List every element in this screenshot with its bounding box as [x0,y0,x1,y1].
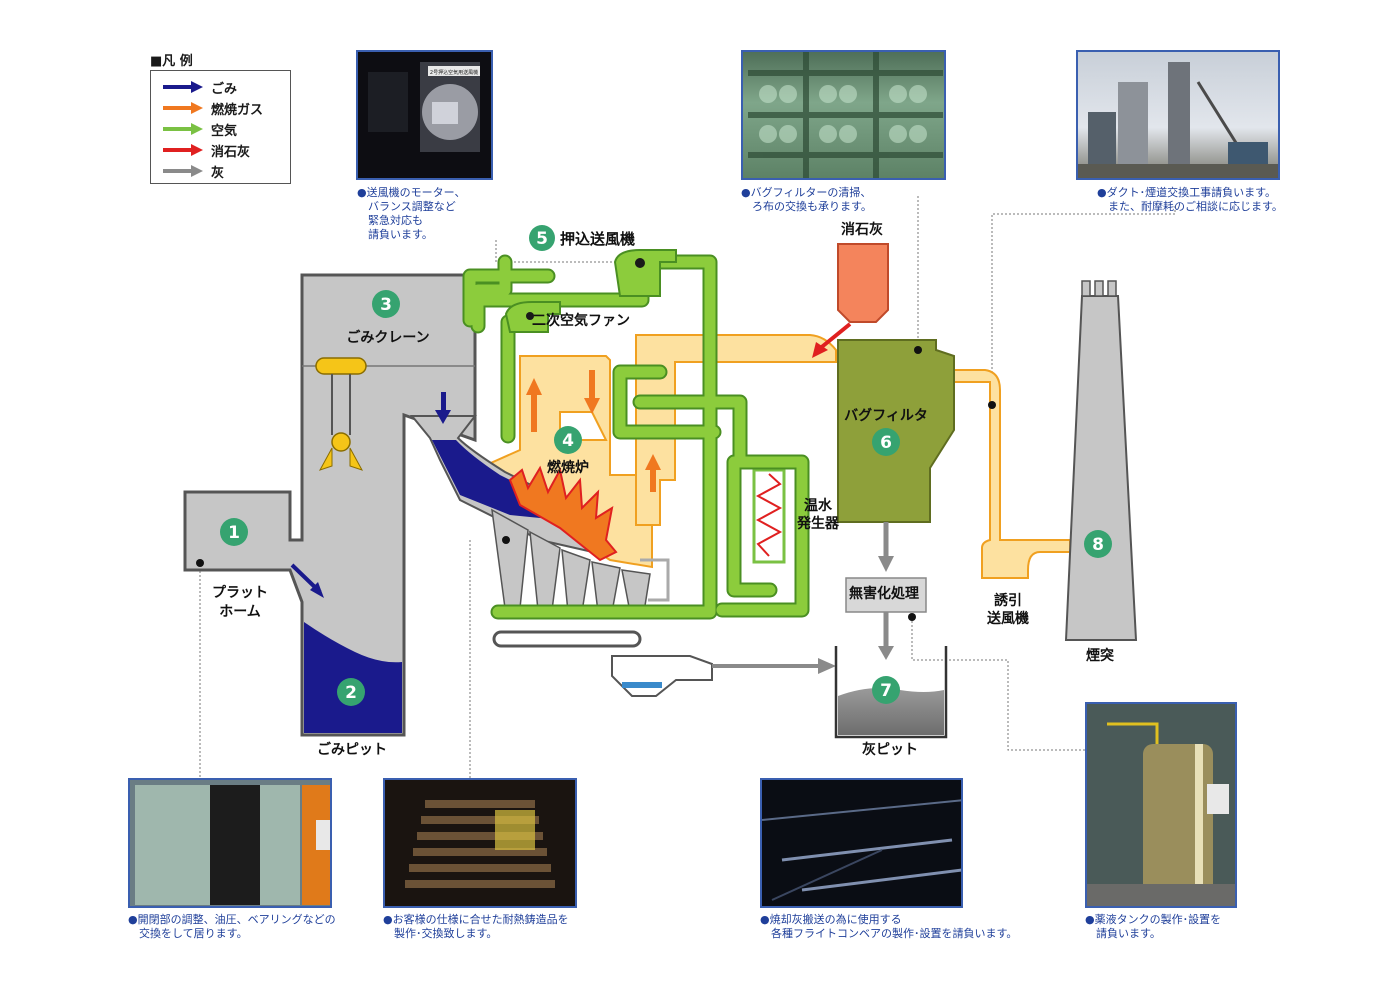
detox-label: 無害化処理 [849,585,919,602]
arrow-icon [163,81,203,93]
legend-item-gas: 燃焼ガス [161,98,263,118]
blower-label: 押込送風機 [560,230,635,248]
platform-caption: ●開閉部の調整、油圧、ベアリングなどの 交換をして居ります。 [128,913,336,940]
legend-label: 空気 [211,123,238,139]
blower-nameplate: 2号押込空気用送風機 [430,69,478,76]
crane-grab [315,357,367,471]
ash-discharger [611,655,713,697]
flames [508,465,618,562]
legend-item-lime: 消石灰 [161,140,250,160]
badge-2: 2 [345,683,357,703]
filter-bags-image [748,52,943,178]
lime-silo [837,243,889,323]
grate-photo [383,778,577,908]
lime-label: 消石灰 [841,221,883,238]
heater-label-1: 温水 [804,497,833,514]
plant-exterior-image [1078,62,1278,178]
legend-label: ごみ [211,81,238,97]
gas-arrows [526,370,661,492]
flue-duct [952,369,1071,579]
ash-pit-box [834,646,948,739]
id-fan-label-2: 送風機 [986,610,1029,627]
number-badges [220,225,1112,706]
duct-photo [1076,50,1280,180]
tank-caption: ●薬液タンクの製作･設置を 請負います。 [1085,913,1222,940]
blower-caption: ●送風機のモーター、 バランス調整など 緊急対応も 請負います。 [357,186,466,241]
leader-lines [199,195,1176,778]
legend-item-ash: 灰 [161,161,224,181]
grate-bars-image [405,800,555,888]
badge-8: 8 [1092,535,1104,555]
secondary-air-fan [504,301,561,333]
tank-photo [1085,702,1237,908]
arrow-icon [163,123,203,135]
furnace-label: 燃焼炉 [547,459,589,476]
blower-motor-image: 2号押込空気用送風機 [368,62,480,152]
flight-conveyor-image [762,799,961,901]
platform-photo [128,778,332,908]
badge-7: 7 [880,681,892,701]
blower-photo: 2号押込空気用送風機 [356,50,493,180]
legend-label: 灰 [211,165,225,181]
bottom-conveyor [492,630,642,648]
arrow-icon [163,165,203,177]
detox-unit [845,577,927,613]
second-fan-label: 二次空気ファン [532,312,630,329]
legend-item-garbage: ごみ [161,77,237,97]
forced-draft-fan [613,249,677,297]
bagfilter-caption: ●バグフィルターの清掃、 ろ布の交換も承ります。 [741,186,872,213]
badge-5: 5 [536,229,548,249]
platform-doors-image [135,785,330,905]
badge-6: 6 [880,433,892,453]
arrow-icon [163,144,203,156]
heater-label-2: 発生器 [796,515,840,532]
pit-garbage [304,622,402,733]
badge-1: 1 [228,523,240,543]
conveyor-caption: ●焼却灰搬送の為に使用する 各種フライトコンベアの製作･設置を請負います。 [760,913,1018,940]
bagfilter-photo [741,50,946,180]
badge-4: 4 [562,431,574,451]
ash-pit-label: 灰ピット [862,741,918,758]
grate-caption: ●お客様の仕様に合せた耐熱鋳造品を 製作･交換致します。 [383,913,569,940]
legend-item-air: 空気 [161,119,237,139]
legend-label: 燃焼ガス [211,102,264,118]
platform-label-1: プラット [212,585,268,601]
legend-title: ■凡 例 [150,54,193,69]
chemical-tank-image [1087,722,1235,906]
crane-label: ごみクレーン [346,329,429,346]
platform-label-2: ホーム [219,604,261,620]
pit-label: ごみピット [317,741,387,758]
bagfilter-label: バグフィルタ [844,407,928,424]
air-ducts [462,254,810,620]
stack-label: 煙突 [1086,647,1114,664]
legend: ごみ 燃焼ガス 空気 消石灰 灰 [150,70,291,184]
bag-filter [837,339,955,523]
badge-3: 3 [380,295,392,315]
duct-caption: ●ダクト･煙道交換工事請負います。 また、耐摩耗のご相談に応じます。 [1097,186,1283,213]
legend-label: 消石灰 [211,144,251,160]
stack [1064,280,1138,641]
conveyor-photo [760,778,963,908]
id-fan-label-1: 誘引 [994,592,1022,609]
arrow-icon [163,102,203,114]
